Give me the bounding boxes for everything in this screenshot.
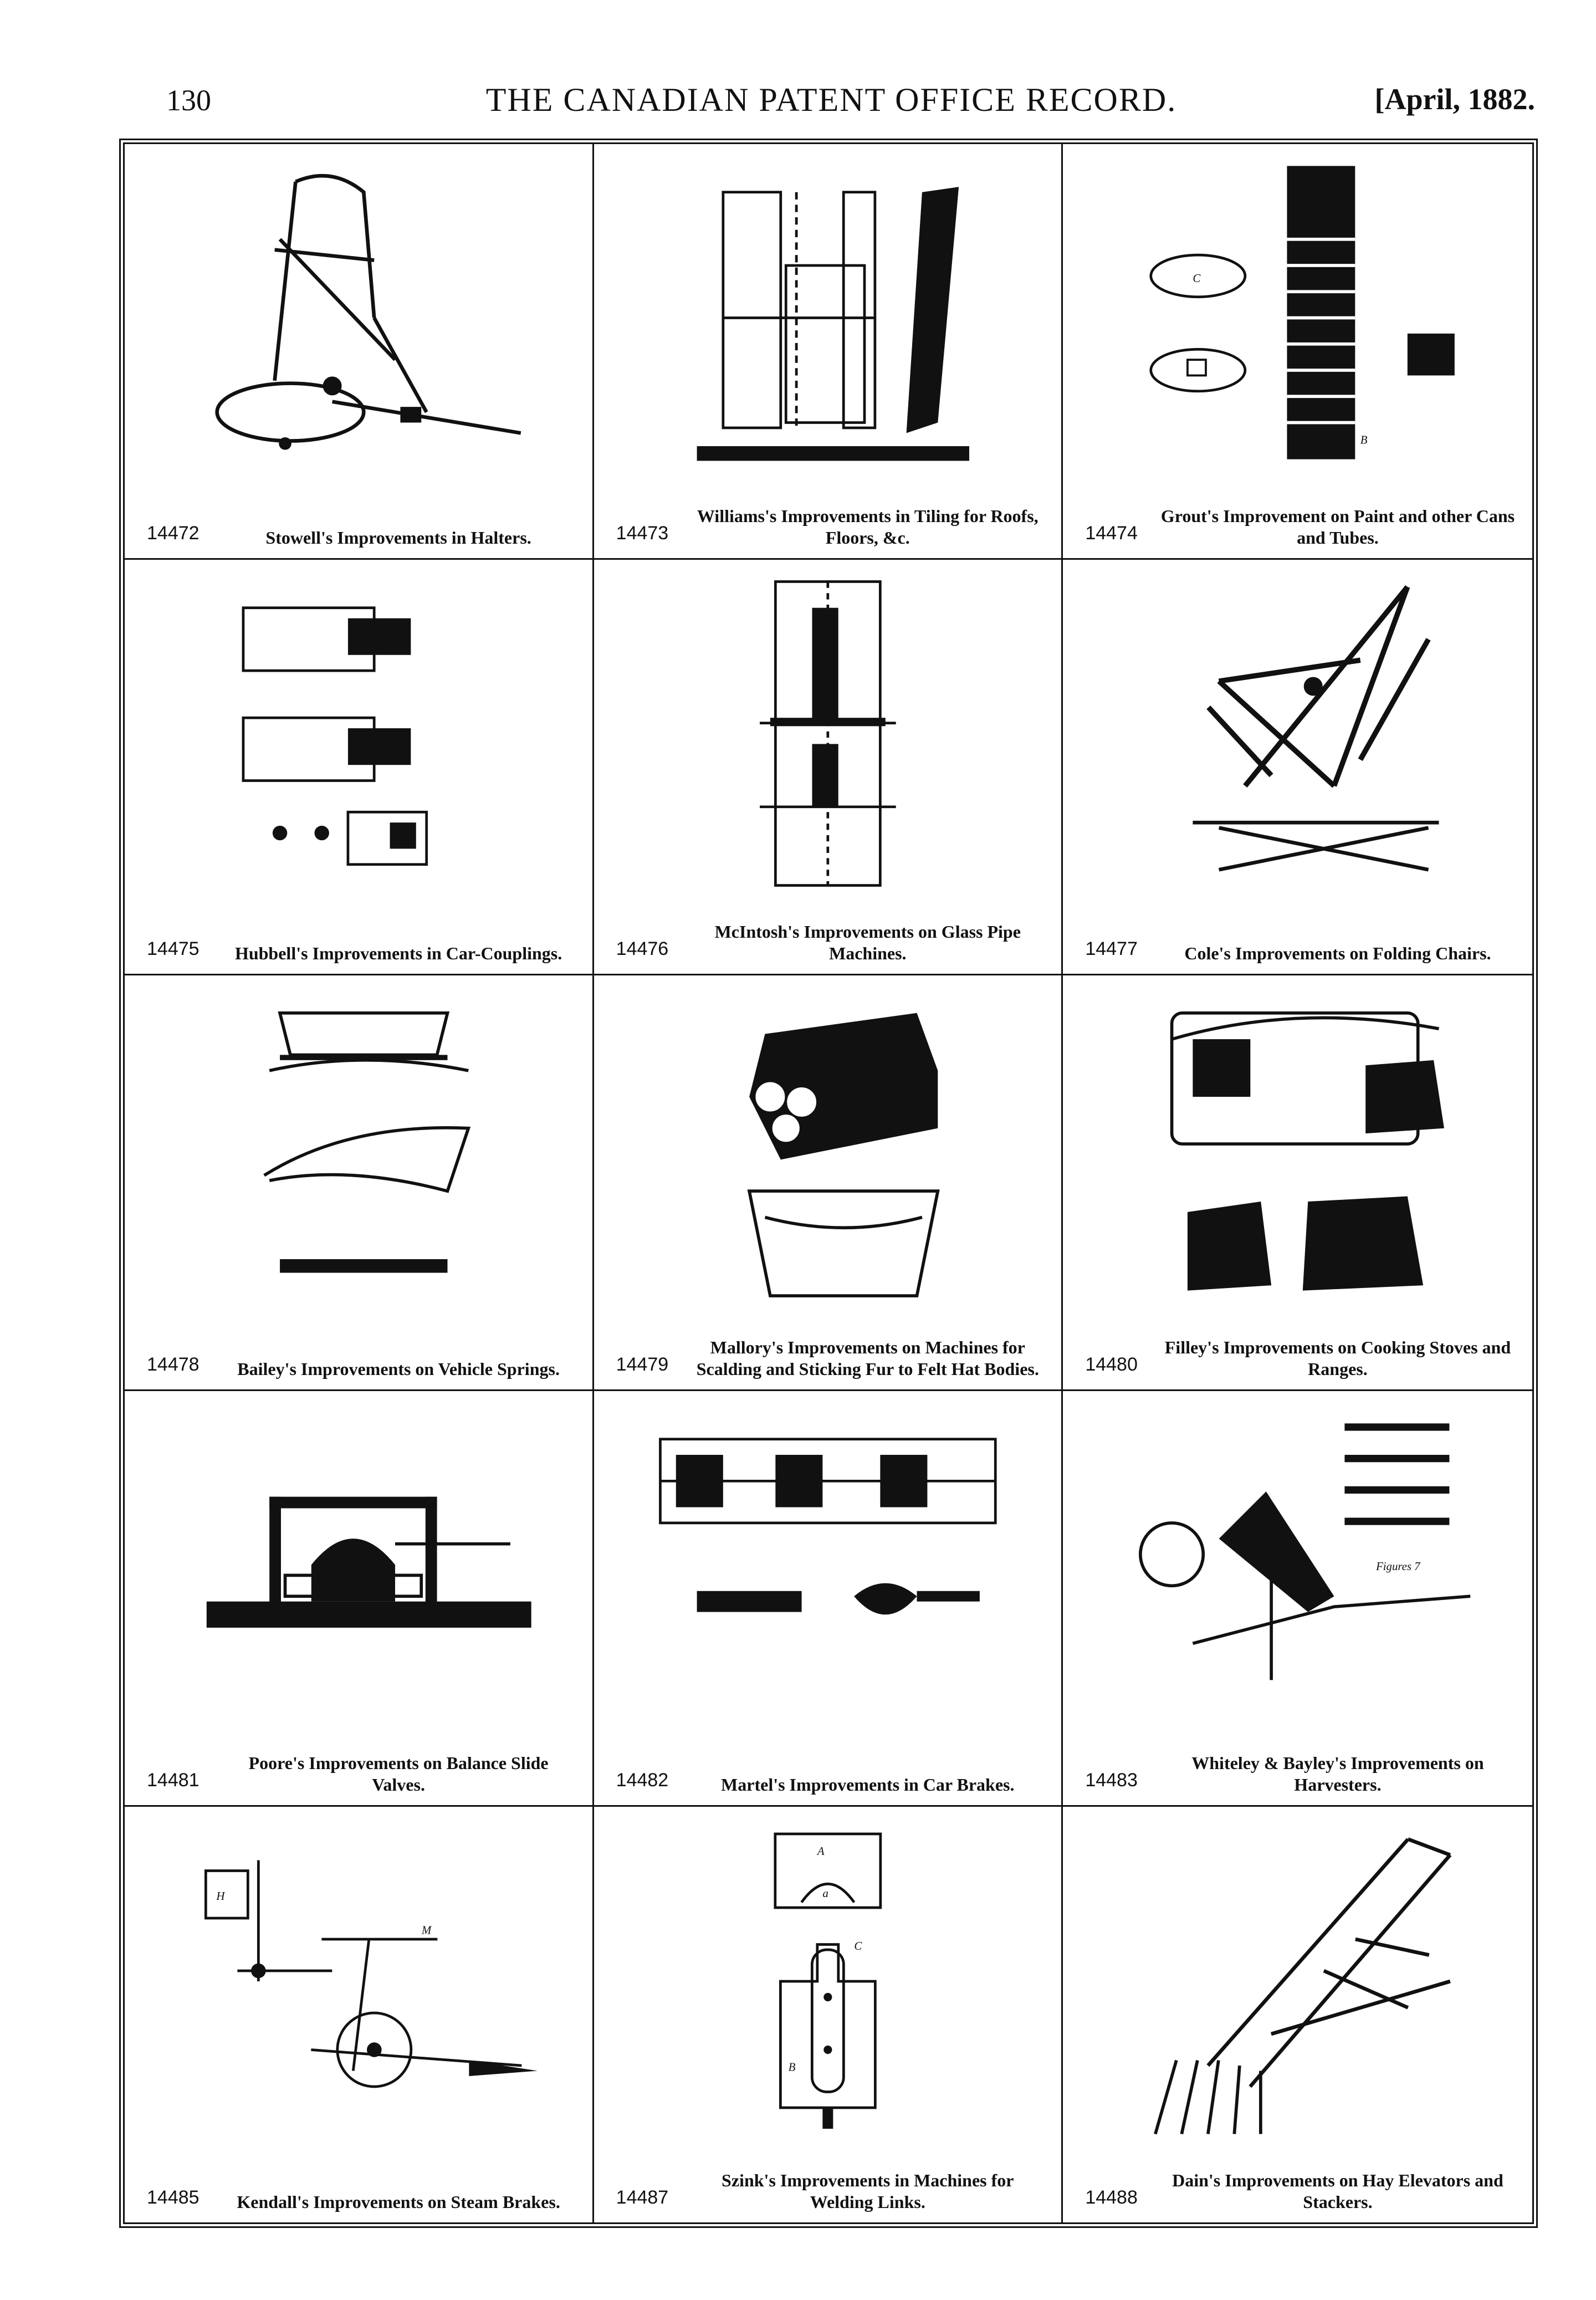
issue-date: [April, 1882. (1374, 83, 1536, 116)
patent-cell-14472: 14472 Stowell's Improvements in Halters. (125, 144, 594, 560)
patent-cell-14473: 14473 Williams's Improvements in Tiling … (594, 144, 1063, 560)
patent-caption: 14485 Kendall's Improvements on Steam Br… (147, 2146, 576, 2212)
patent-number: 14474 (1085, 523, 1138, 544)
patent-caption: 14477 Cole's Improvements on Folding Cha… (1085, 897, 1516, 964)
harvester-illustration: Figures 7 (1085, 1408, 1510, 1722)
patent-title: Hubbell's Improvements in Car-Couplings. (234, 943, 562, 963)
patent-cell-14481: 14481 Poore's Improvements on Balance Sl… (125, 1391, 594, 1807)
figure-label-h: H (216, 1889, 226, 1903)
patent-figures-frame: 14472 Stowell's Improvements in Halters. (119, 139, 1538, 2228)
figure-label-c: C (1193, 272, 1201, 285)
patent-cell-14477: 14477 Cole's Improvements on Folding Cha… (1063, 560, 1532, 975)
patent-cell-14478: 14478 Bailey's Improvements on Vehicle S… (125, 975, 594, 1391)
car-brake-illustration (616, 1408, 1040, 1722)
patent-cell-14476: 14476 McIntosh's Improvements on Glass P… (594, 560, 1063, 975)
page-header: 130 THE CANADIAN PATENT OFFICE RECORD. [… (127, 78, 1535, 127)
patent-caption: 14475 Hubbell's Improvements in Car-Coup… (147, 897, 576, 964)
patent-caption: 14478 Bailey's Improvements on Vehicle S… (147, 1313, 576, 1379)
patent-number: 14481 (147, 1770, 200, 1791)
vehicle-spring-illustration (147, 992, 570, 1306)
patent-caption: 14474 Grout's Improvement on Paint and o… (1085, 482, 1516, 548)
patent-cell-14480: 14480 Filley's Improvements on Cooking S… (1063, 975, 1532, 1391)
patent-number: 14472 (147, 523, 200, 544)
slide-valve-illustration (147, 1408, 570, 1722)
patent-title: Szink's Improvements in Machines for Wel… (722, 2170, 1014, 2212)
patent-title: Martel's Improvements in Car Brakes. (721, 1774, 1015, 1795)
patent-caption: 14480 Filley's Improvements on Cooking S… (1085, 1313, 1516, 1379)
patent-title: Bailey's Improvements on Vehicle Springs… (237, 1358, 560, 1379)
patent-title: Grout's Improvement on Paint and other C… (1160, 506, 1515, 548)
patent-number: 14478 (147, 1354, 200, 1376)
publication-title: THE CANADIAN PATENT OFFICE RECORD. (485, 81, 1177, 118)
patent-title: Williams's Improvements in Tiling for Ro… (697, 506, 1039, 548)
patent-number: 14479 (616, 1354, 669, 1376)
figure-label-c: C (854, 1939, 862, 1953)
steam-brake-illustration: H M (147, 1823, 570, 2139)
patent-title: Whiteley & Bayley's Improvements on Harv… (1191, 1753, 1484, 1795)
page-number: 130 (166, 84, 211, 117)
folding-chair-illustration (1085, 576, 1510, 891)
patent-title: Kendall's Improvements on Steam Brakes. (237, 2191, 560, 2212)
patent-title: Cole's Improvements on Folding Chairs. (1184, 943, 1491, 963)
patent-number: 14477 (1085, 938, 1138, 960)
figures-label: Figures 7 (1375, 1560, 1421, 1573)
patent-caption: 14481 Poore's Improvements on Balance Sl… (147, 1729, 576, 1795)
patent-cell-14482: 14482 Martel's Improvements in Car Brake… (594, 1391, 1063, 1807)
halter-illustration (147, 161, 570, 475)
figure-label-b: B (1360, 433, 1368, 446)
patent-caption: 14473 Williams's Improvements in Tiling … (616, 482, 1045, 548)
patent-title: Stowell's Improvements in Halters. (265, 527, 531, 548)
figure-label-m: M (421, 1924, 432, 1937)
patent-cell-14483: Figures 7 14483 Whiteley & Bayley's Impr… (1063, 1391, 1532, 1807)
patent-cell-14475: 14475 Hubbell's Improvements in Car-Coup… (125, 560, 594, 975)
patent-title: McIntosh's Improvements on Glass Pipe Ma… (714, 922, 1021, 963)
patent-number: 14488 (1085, 2187, 1138, 2209)
patent-caption: 14472 Stowell's Improvements in Halters. (147, 482, 576, 548)
figure-label-b: B (788, 2061, 795, 2074)
patent-caption: 14488 Dain's Improvements on Hay Elevato… (1085, 2146, 1516, 2212)
patent-cell-14474: C B 14474 Grout's Improvement on Paint a… (1063, 144, 1532, 560)
paint-can-illustration: C B (1085, 161, 1510, 475)
patent-number: 14475 (147, 938, 200, 960)
glass-pipe-machine-illustration (616, 576, 1040, 891)
patent-number: 14476 (616, 938, 669, 960)
patent-title: Mallory's Improvements on Machines for S… (696, 1337, 1039, 1379)
patent-number: 14483 (1085, 1770, 1138, 1791)
hay-elevator-illustration (1085, 1823, 1510, 2139)
fur-machine-illustration (616, 992, 1040, 1306)
patent-caption: 14483 Whiteley & Bayley's Improvements o… (1085, 1729, 1516, 1795)
tiling-illustration (616, 161, 1040, 475)
patent-cell-14485: H M 14485 Kendall's Improvements on Stea… (125, 1807, 594, 2222)
patent-number: 14482 (616, 1770, 669, 1791)
patent-number: 14473 (616, 523, 669, 544)
patent-title: Filley's Improvements on Cooking Stoves … (1164, 1337, 1511, 1379)
patent-cell-14487: A a C B 14487 Szink's Improvements in Ma… (594, 1807, 1063, 2222)
patent-title: Dain's Improvements on Hay Elevators and… (1172, 2170, 1503, 2212)
patent-grid: 14472 Stowell's Improvements in Halters. (125, 144, 1532, 2222)
patent-number: 14480 (1085, 1354, 1138, 1376)
cooking-stove-illustration (1085, 992, 1510, 1306)
patent-cell-14488: 14488 Dain's Improvements on Hay Elevato… (1063, 1807, 1532, 2222)
patent-title: Poore's Improvements on Balance Slide Va… (248, 1753, 549, 1795)
patent-caption: 14476 McIntosh's Improvements on Glass P… (616, 897, 1045, 964)
patent-number: 14485 (147, 2187, 200, 2209)
patent-caption: 14487 Szink's Improvements in Machines f… (616, 2146, 1045, 2212)
car-coupling-illustration (147, 576, 570, 891)
welding-link-illustration: A a C B (616, 1823, 1040, 2139)
figure-label-a-upper: A (816, 1844, 824, 1858)
patent-number: 14487 (616, 2187, 669, 2209)
figure-label-a-lower: a (822, 1887, 828, 1900)
patent-caption: 14479 Mallory's Improvements on Machines… (616, 1313, 1045, 1379)
patent-cell-14479: 14479 Mallory's Improvements on Machines… (594, 975, 1063, 1391)
patent-caption: 14482 Martel's Improvements in Car Brake… (616, 1729, 1045, 1795)
